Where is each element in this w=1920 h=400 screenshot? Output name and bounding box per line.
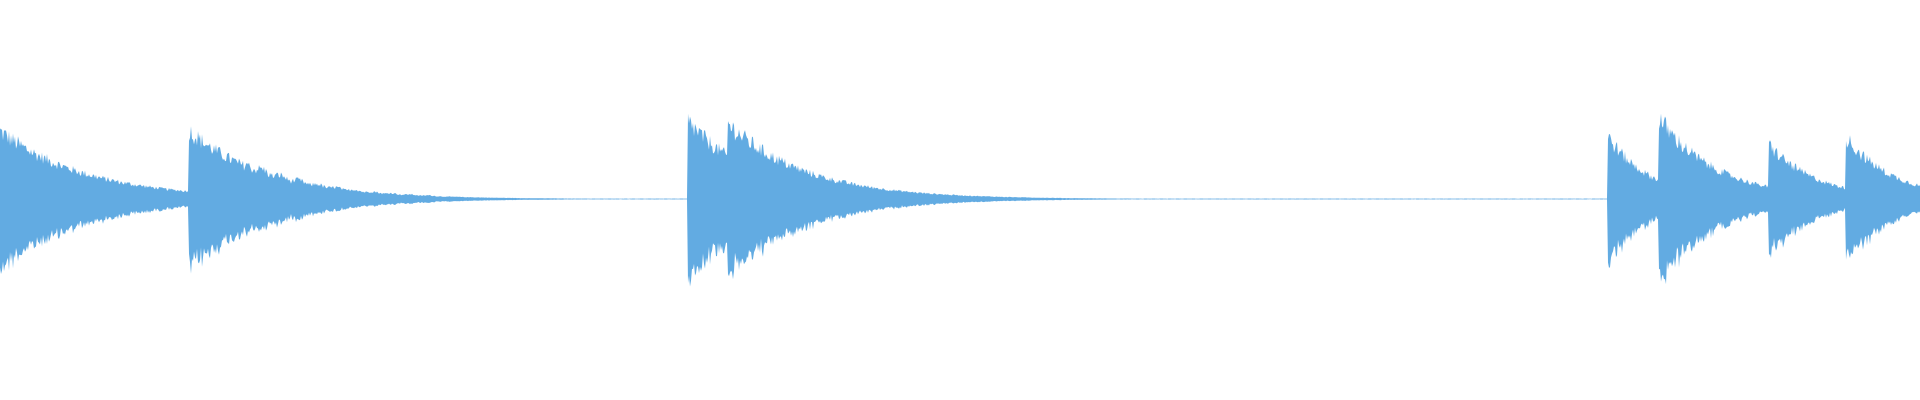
waveform-envelope xyxy=(0,113,1920,287)
